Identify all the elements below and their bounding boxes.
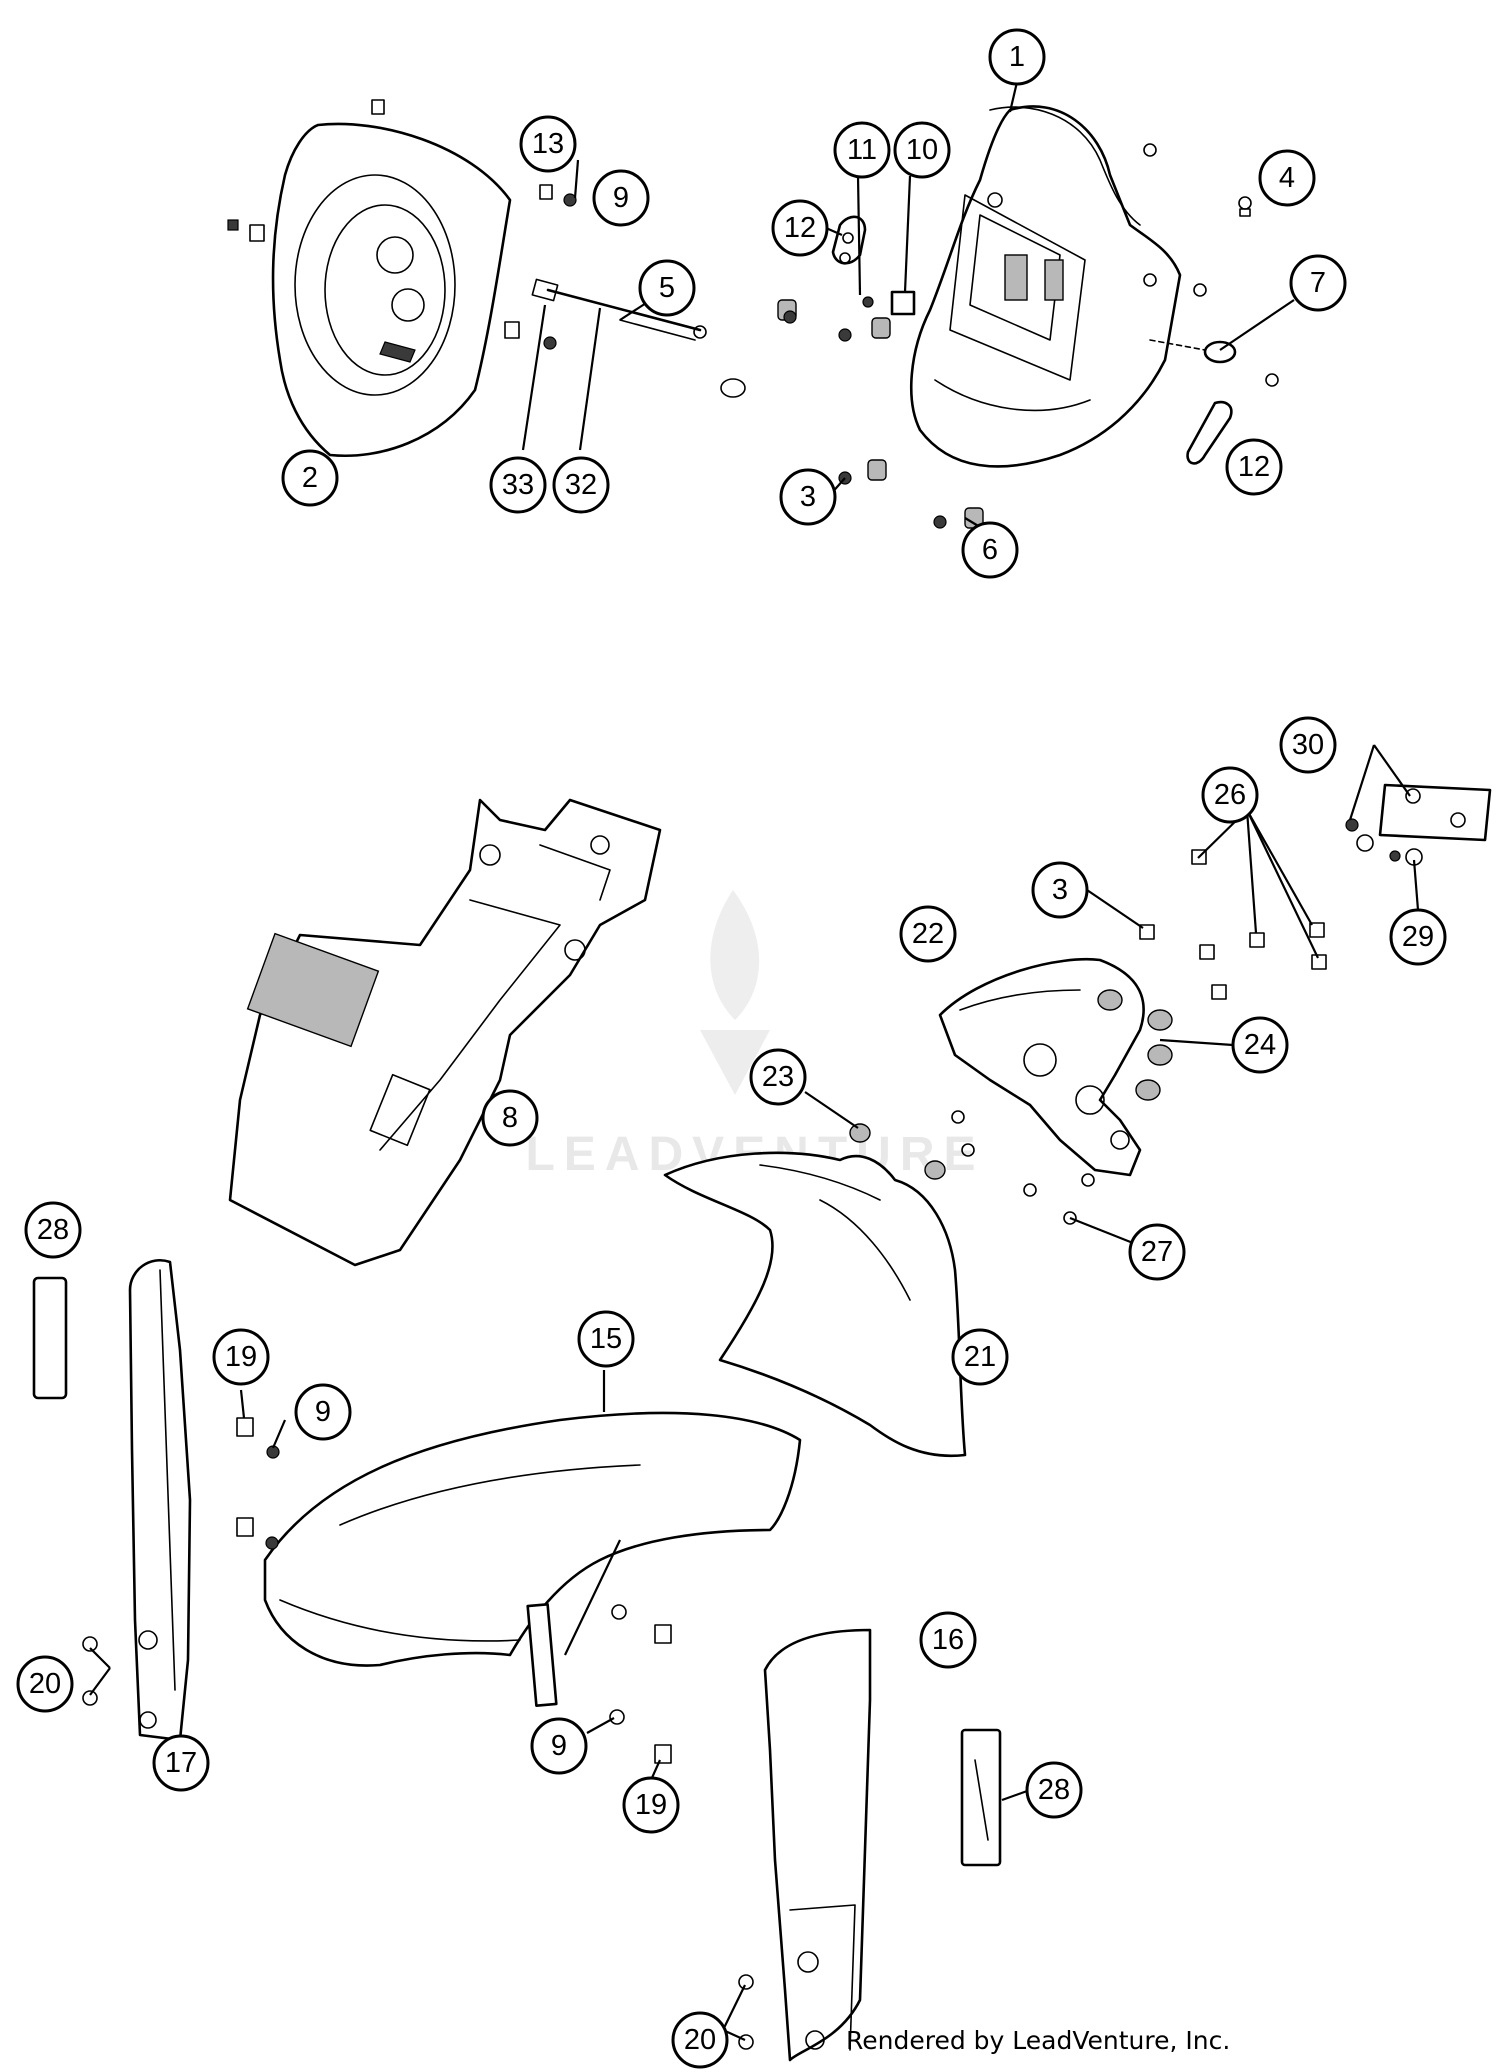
- svg-text:5: 5: [659, 272, 675, 304]
- svg-text:33: 33: [502, 469, 534, 501]
- callout-17[interactable]: 17: [152, 1734, 210, 1792]
- leader-lines: [89, 81, 1420, 2042]
- svg-text:7: 7: [1310, 267, 1326, 299]
- fork-guard-part-16[interactable]: [763, 1628, 872, 2062]
- callout-13[interactable]: 13: [519, 115, 577, 173]
- plug-part-7[interactable]: [1149, 339, 1237, 364]
- callout-20[interactable]: 20: [16, 1655, 74, 1713]
- callout-1[interactable]: 1: [988, 28, 1046, 86]
- svg-text:9: 9: [613, 182, 629, 214]
- callout-28[interactable]: 28: [24, 1201, 82, 1259]
- fork-guard-part-17[interactable]: [128, 1259, 192, 1742]
- grommets-nuts-23-24-27[interactable]: [849, 989, 1173, 1225]
- callout-28-right[interactable]: 28: [1025, 1761, 1083, 1819]
- svg-text:12: 12: [1238, 451, 1270, 483]
- svg-text:13: 13: [532, 128, 564, 160]
- callout-6[interactable]: 6: [961, 521, 1019, 579]
- callout-26[interactable]: 26: [1201, 766, 1259, 824]
- svg-text:26: 26: [1214, 779, 1246, 811]
- callout-2[interactable]: 2: [281, 449, 339, 507]
- svg-text:16: 16: [932, 1624, 964, 1656]
- callout-30[interactable]: 30: [1279, 716, 1337, 774]
- callout-12-lower[interactable]: 12: [1225, 438, 1283, 496]
- license-lamp-part-30[interactable]: [1345, 783, 1492, 866]
- callout-32[interactable]: 32: [552, 456, 610, 514]
- sticker-part-28[interactable]: [32, 1276, 1002, 1867]
- svg-text:4: 4: [1279, 162, 1295, 194]
- svg-text:29: 29: [1402, 921, 1434, 953]
- svg-text:32: 32: [565, 469, 597, 501]
- svg-text:30: 30: [1292, 729, 1324, 761]
- svg-text:3: 3: [1052, 874, 1068, 906]
- front-fender-part-15[interactable]: [263, 1411, 802, 1707]
- svg-text:3: 3: [800, 481, 816, 513]
- svg-text:1: 1: [1009, 41, 1025, 73]
- rear-fender-part-21[interactable]: [663, 1151, 967, 1458]
- fasteners-left-cluster[interactable]: [227, 184, 577, 350]
- callout-19-lower[interactable]: 19: [622, 1776, 680, 1834]
- svg-text:11: 11: [847, 134, 877, 166]
- callout-15[interactable]: 15: [577, 1310, 635, 1368]
- svg-text:2: 2: [302, 462, 318, 494]
- svg-text:20: 20: [684, 2024, 716, 2056]
- callout-10[interactable]: 10: [893, 121, 951, 179]
- callout-12[interactable]: 12: [771, 199, 829, 257]
- callout-27[interactable]: 27: [1128, 1223, 1186, 1281]
- render-credit: Rendered by LeadVenture, Inc.: [846, 2026, 1231, 2055]
- svg-text:15: 15: [590, 1323, 622, 1355]
- bracket-parts-10-11-12[interactable]: [831, 215, 1233, 465]
- axle-bolt-part-5[interactable]: [531, 278, 746, 398]
- callout-16[interactable]: 16: [919, 1611, 977, 1669]
- callout-9-lower[interactable]: 9: [530, 1717, 588, 1775]
- tail-bracket-part-22[interactable]: [938, 958, 1145, 1177]
- callout-7[interactable]: 7: [1289, 254, 1347, 312]
- rear-fender-carrier-part-8[interactable]: [228, 798, 662, 1267]
- svg-text:28: 28: [37, 1214, 69, 1246]
- svg-text:10: 10: [906, 134, 938, 166]
- callout-23[interactable]: 23: [749, 1048, 807, 1106]
- clips-screws-9-19-20[interactable]: [82, 1417, 754, 2050]
- callout-9-fender[interactable]: 9: [294, 1383, 352, 1441]
- svg-text:28: 28: [1038, 1774, 1070, 1806]
- callout-5[interactable]: 5: [638, 259, 696, 317]
- screws-part-26[interactable]: [1139, 849, 1327, 1000]
- svg-text:23: 23: [762, 1061, 794, 1093]
- svg-text:9: 9: [315, 1396, 331, 1428]
- callout-11[interactable]: 11: [833, 121, 891, 179]
- headlight-housing-part-1[interactable]: [910, 105, 1182, 468]
- svg-text:21: 21: [964, 1341, 996, 1373]
- callout-19[interactable]: 19: [212, 1328, 270, 1386]
- svg-text:9: 9: [551, 1730, 567, 1762]
- callout-20-lower[interactable]: 20: [671, 2011, 729, 2069]
- callout-22[interactable]: 22: [899, 905, 957, 963]
- svg-text:17: 17: [165, 1747, 197, 1779]
- callout-9[interactable]: 9: [592, 169, 650, 227]
- svg-text:8: 8: [502, 1102, 518, 1134]
- svg-text:27: 27: [1141, 1236, 1173, 1268]
- svg-text:20: 20: [29, 1668, 61, 1700]
- callout-3[interactable]: 3: [779, 468, 837, 526]
- callout-29[interactable]: 29: [1389, 908, 1447, 966]
- callout-21[interactable]: 21: [951, 1328, 1009, 1386]
- screws-part-4[interactable]: [1143, 143, 1279, 387]
- svg-text:19: 19: [225, 1341, 257, 1373]
- svg-text:19: 19: [635, 1789, 667, 1821]
- svg-text:6: 6: [982, 534, 998, 566]
- svg-text:24: 24: [1244, 1029, 1276, 1061]
- svg-text:22: 22: [912, 918, 944, 950]
- callout-24[interactable]: 24: [1231, 1016, 1289, 1074]
- callout-33[interactable]: 33: [489, 456, 547, 514]
- callout-4[interactable]: 4: [1258, 149, 1316, 207]
- svg-text:12: 12: [784, 212, 816, 244]
- headlight-mask-part-2[interactable]: [271, 99, 512, 457]
- callout-8[interactable]: 8: [481, 1089, 539, 1147]
- callout-3-rear[interactable]: 3: [1031, 861, 1089, 919]
